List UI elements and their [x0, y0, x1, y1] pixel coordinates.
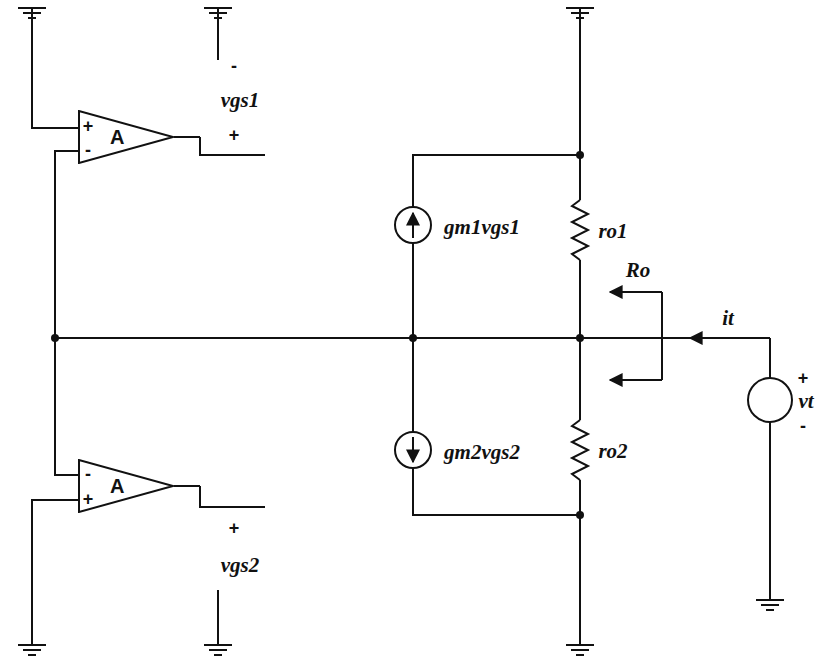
wire: [174, 485, 200, 487]
wire: [200, 486, 265, 507]
polarity-sign: +: [229, 519, 240, 537]
wire: [413, 468, 580, 515]
wire: [412, 243, 414, 338]
resistance-label: Ro: [626, 260, 651, 281]
wire: [55, 151, 78, 475]
wire: [579, 260, 581, 338]
resistor-symbol: [572, 420, 588, 480]
wire: [174, 136, 200, 138]
wire: [217, 8, 219, 60]
polarity-sign: -: [231, 57, 237, 75]
ground-symbol: [204, 645, 232, 655]
resistor-symbol: [572, 200, 588, 260]
ground-symbol: [756, 600, 784, 610]
gain-label: A: [110, 475, 124, 498]
ro-bracket: [610, 291, 662, 293]
junction-dot: [576, 511, 584, 519]
junction-dot: [51, 334, 59, 342]
resistor-label: ro2: [598, 441, 627, 462]
ground-symbol: [566, 645, 594, 655]
current-source: [395, 207, 431, 243]
wire: [579, 480, 581, 645]
opamp-triangle-outline: [79, 460, 173, 512]
wire: [769, 422, 771, 600]
source-arrow: [412, 213, 414, 238]
voltage-source: [748, 378, 792, 422]
gain-label: A: [110, 126, 124, 149]
wire: [769, 338, 771, 378]
wire: [32, 500, 78, 645]
signal-name: vgs1: [221, 90, 260, 111]
wire: [412, 338, 414, 432]
polarity-sign: +: [798, 369, 809, 387]
wire: [217, 590, 219, 645]
pin-sign: +: [83, 490, 94, 508]
current-source: [395, 432, 431, 468]
ro-bracket: [661, 292, 663, 380]
wire: [579, 8, 581, 200]
junction-dot: [409, 334, 417, 342]
wire: [579, 338, 581, 420]
source-label: gm2vgs2: [444, 442, 520, 463]
signal-name: vt: [798, 391, 813, 412]
junction-dot: [576, 334, 584, 342]
pin-sign: -: [85, 465, 91, 483]
junction-dot: [576, 151, 584, 159]
polarity-sign: -: [800, 417, 806, 435]
current-label: it: [722, 308, 734, 329]
current-arrow: [690, 337, 760, 339]
source-arrow: [412, 437, 414, 462]
opamp-triangle-outline: [79, 111, 173, 163]
polarity-sign: +: [229, 126, 240, 144]
resistor-label: ro1: [598, 221, 627, 242]
wire: [32, 8, 78, 128]
ground-symbol: [18, 645, 46, 655]
ro-bracket: [610, 379, 662, 381]
signal-name: vgs2: [221, 555, 260, 576]
wire: [413, 155, 580, 207]
pin-sign: -: [85, 141, 91, 159]
pin-sign: +: [83, 117, 94, 135]
source-label: gm1vgs1: [444, 217, 520, 238]
